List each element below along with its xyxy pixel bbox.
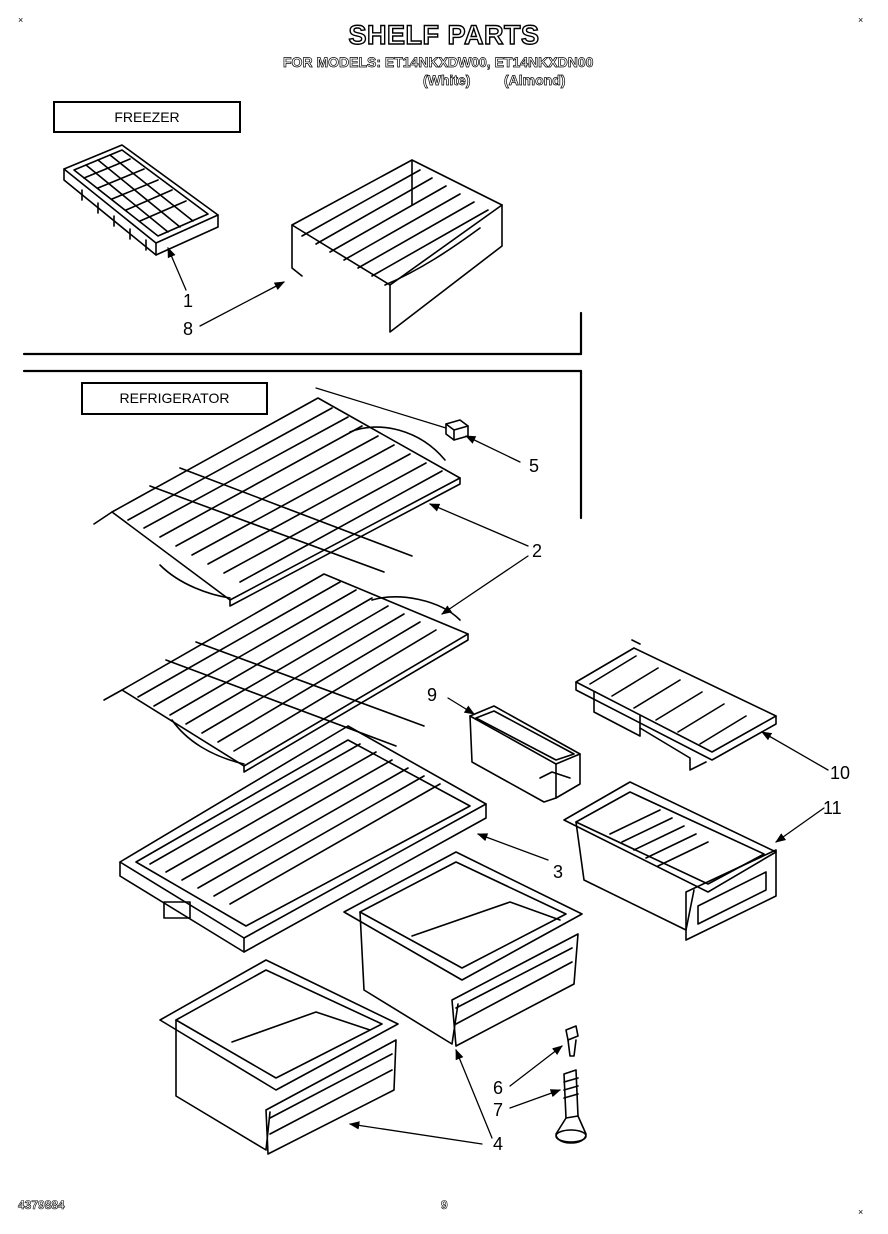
upper-crisper-drawer (343, 851, 583, 1047)
callout-5: 5 (529, 456, 540, 476)
models-line: FOR MODELS: ET14NKXDW00, ET14NKXDN00 (283, 54, 594, 71)
shelf-clip (445, 419, 469, 441)
utility-bin (469, 705, 581, 803)
callout-8: 8 (183, 319, 194, 339)
freezer-section-border (22, 311, 583, 356)
corner-mark-top-right: × (858, 15, 864, 25)
page-number: 9 (441, 1198, 448, 1213)
ice-cube-tray (63, 144, 219, 256)
refrigerator-section-border (22, 369, 583, 520)
color-almond-label: (Almond) (504, 72, 566, 89)
deli-shelf (575, 639, 777, 771)
lower-wire-shelf (103, 573, 469, 773)
page-title: SHELF PARTS (348, 19, 540, 50)
meat-drawer (563, 781, 777, 941)
callout-10: 10 (830, 763, 851, 783)
leveling-screw (565, 1025, 579, 1057)
leveling-leg (555, 1069, 587, 1144)
crisper-cover (119, 725, 487, 953)
color-white-label: (White) (423, 72, 471, 89)
lower-crisper-drawer (159, 959, 399, 1155)
callout-4: 4 (493, 1134, 504, 1154)
callout-leaders (167, 247, 829, 1145)
callout-11: 11 (823, 798, 842, 818)
freezer-wire-shelf (291, 159, 503, 333)
callout-1: 1 (183, 291, 194, 311)
refrigerator-section-label: REFRIGERATOR (81, 382, 268, 415)
freezer-section-label: FREEZER (53, 101, 241, 133)
callout-7: 7 (493, 1100, 504, 1120)
corner-mark-bottom-right: × (858, 1207, 864, 1217)
document-number: 4379884 (18, 1198, 65, 1213)
callout-2: 2 (532, 541, 543, 561)
upper-wire-shelf (93, 397, 461, 607)
corner-mark-top-left: × (18, 15, 24, 25)
callout-6: 6 (493, 1078, 504, 1098)
callout-3: 3 (553, 862, 564, 882)
callout-9: 9 (427, 685, 438, 705)
